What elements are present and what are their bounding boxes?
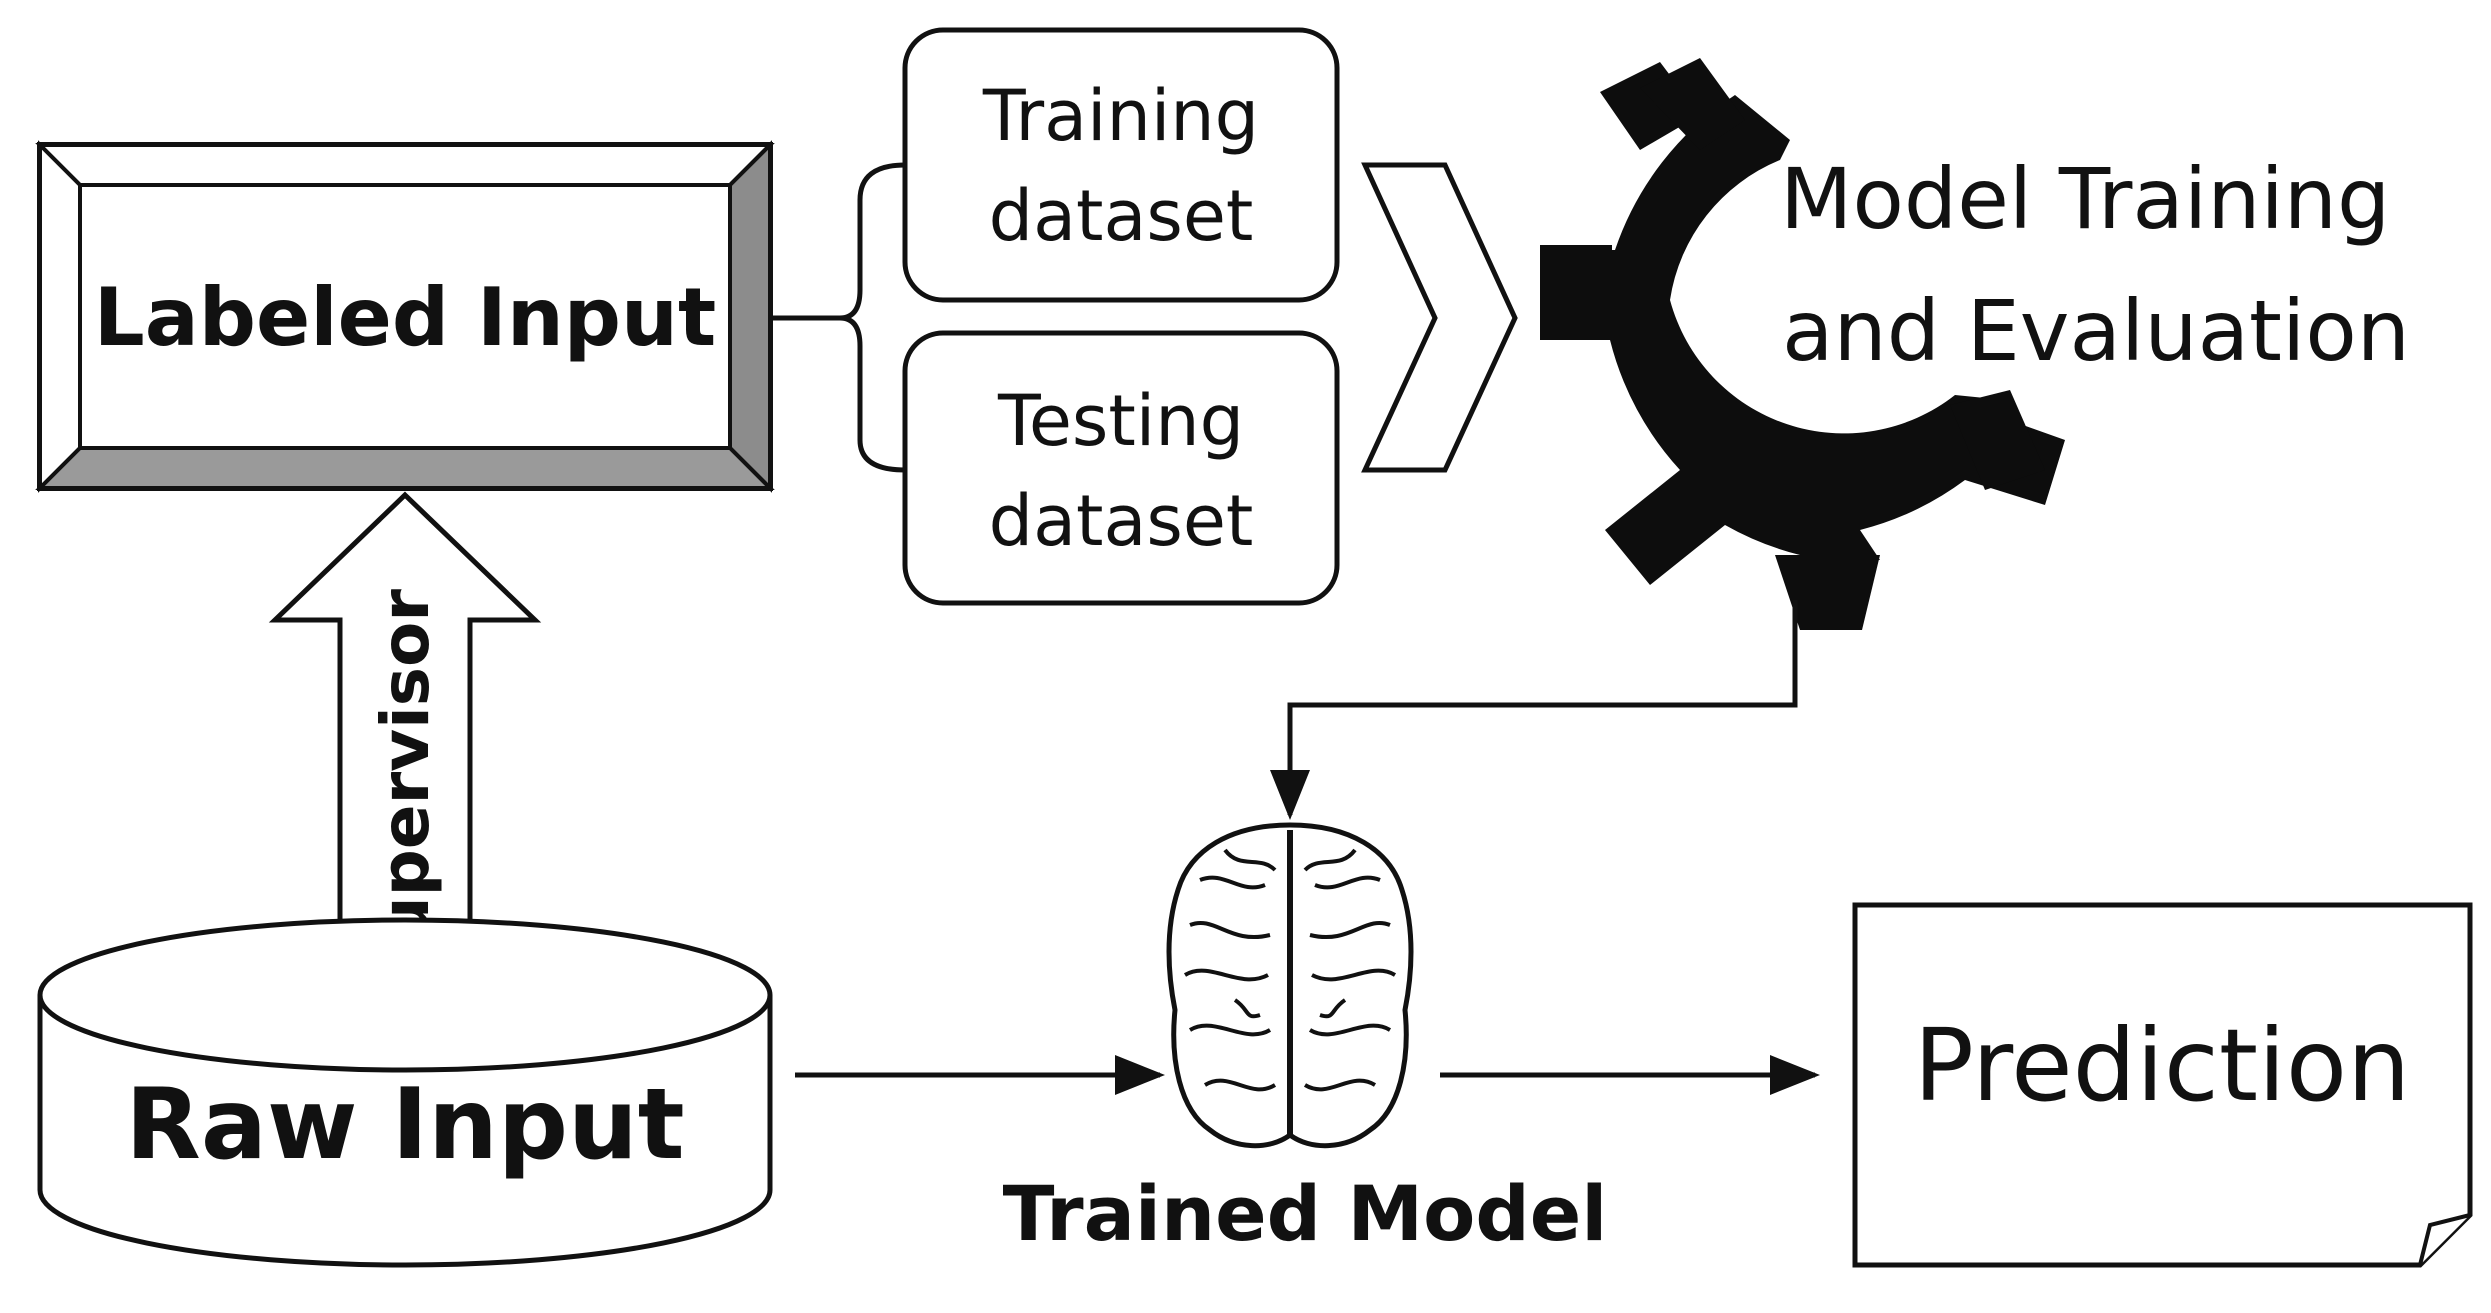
raw-input-label: Raw Input <box>125 1068 684 1182</box>
supervisor-arrow: Supervisor <box>268 491 542 991</box>
labeled-input-box: Labeled Input <box>35 140 775 493</box>
prediction-document: Prediction <box>1852 902 2473 1268</box>
model-training-line1: Model Training <box>1780 150 2390 248</box>
testing-dataset-line2: dataset <box>989 480 1254 562</box>
gear-to-model-connector <box>1270 600 1798 820</box>
labeled-input-label: Labeled Input <box>94 271 716 364</box>
training-dataset-box: Training dataset <box>902 27 1340 303</box>
gear-icon <box>1540 58 2065 630</box>
prediction-label: Prediction <box>1914 1007 2411 1124</box>
training-dataset-line1: Training <box>982 75 1259 157</box>
training-dataset-line2: dataset <box>989 175 1254 257</box>
testing-dataset-line1: Testing <box>997 380 1244 462</box>
model-training-line2: and Evaluation <box>1782 282 2410 380</box>
split-bracket <box>770 162 906 473</box>
trained-model-label: Trained Model <box>1003 1169 1608 1258</box>
chevron-right-icon <box>1361 162 1518 473</box>
raw-input-cylinder: Raw Input <box>37 917 773 1268</box>
testing-dataset-box: Testing dataset <box>902 330 1340 606</box>
model-training-label: Model Training and Evaluation <box>1780 150 2410 380</box>
brain-icon <box>1166 822 1414 1149</box>
